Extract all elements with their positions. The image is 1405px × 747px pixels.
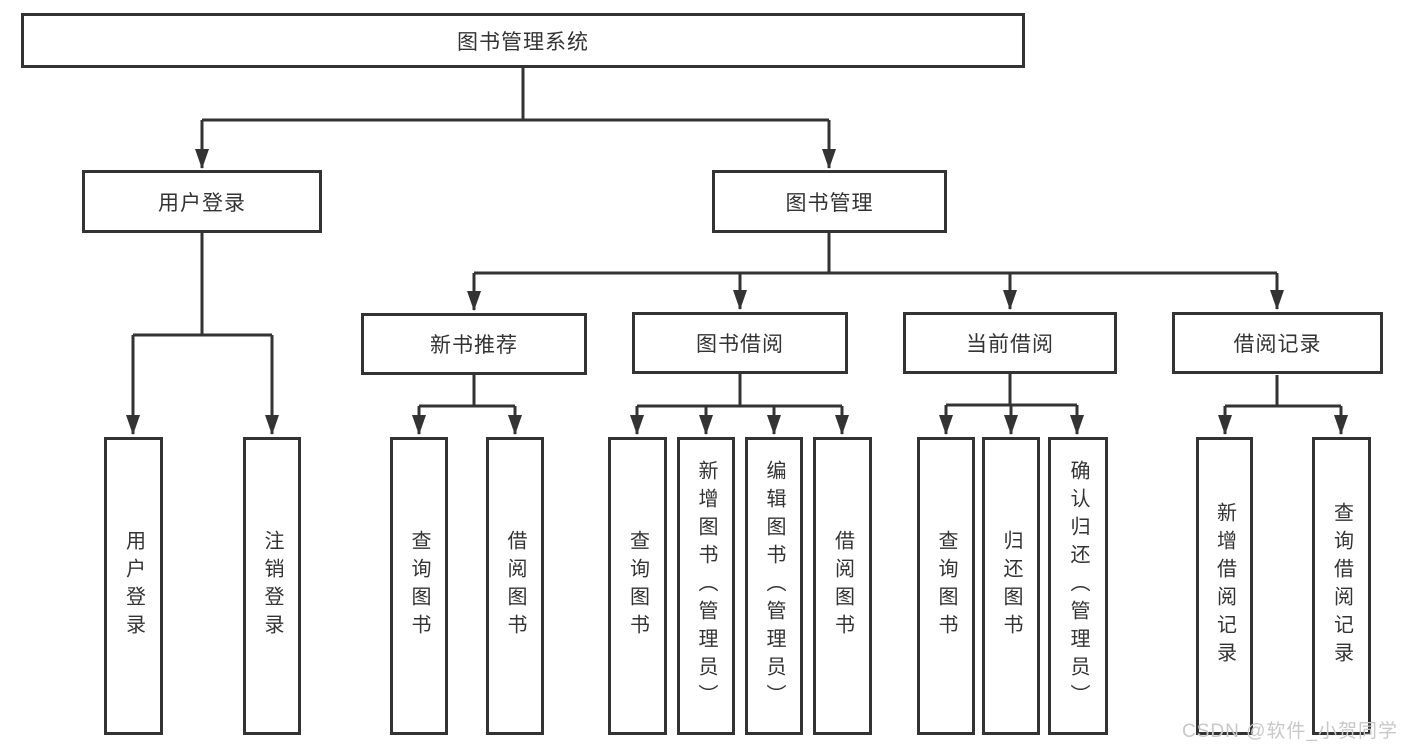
node-book-management: 图书管理 <box>712 170 947 233</box>
leaf-borrow-books: 借阅图书 <box>813 437 872 735</box>
leaf-confirm-return-admin: 确认归还（管理员） <box>1048 437 1108 735</box>
node-book-borrowing: 图书借阅 <box>632 312 848 374</box>
leaf-edit-book-admin: 编辑图书（管理员） <box>745 437 803 735</box>
node-new-book-recommend: 新书推荐 <box>361 313 587 375</box>
leaf-query-books-borrowing: 查询图书 <box>608 437 667 735</box>
leaf-return-books: 归还图书 <box>982 437 1040 735</box>
node-borrowing-records: 借阅记录 <box>1172 312 1383 374</box>
node-user-login-branch: 用户登录 <box>82 170 322 233</box>
node-current-borrowing: 当前借阅 <box>903 312 1117 374</box>
leaf-add-borrow-record: 新增借阅记录 <box>1196 437 1253 735</box>
node-root-system: 图书管理系统 <box>21 13 1025 68</box>
leaf-query-books-recommend: 查询图书 <box>390 437 448 735</box>
leaf-logout: 注销登录 <box>243 437 301 735</box>
connector-trunks <box>133 68 1341 408</box>
watermark-text: CSDN @软件_小贺同学 <box>1182 721 1398 742</box>
leaf-user-login: 用户登录 <box>104 437 163 735</box>
leaf-query-books-current: 查询图书 <box>917 437 975 735</box>
leaf-add-book-admin: 新增图书（管理员） <box>677 437 735 735</box>
leaf-borrow-books-recommend: 借阅图书 <box>486 437 544 735</box>
leaf-query-borrow-record: 查询借阅记录 <box>1312 437 1371 735</box>
